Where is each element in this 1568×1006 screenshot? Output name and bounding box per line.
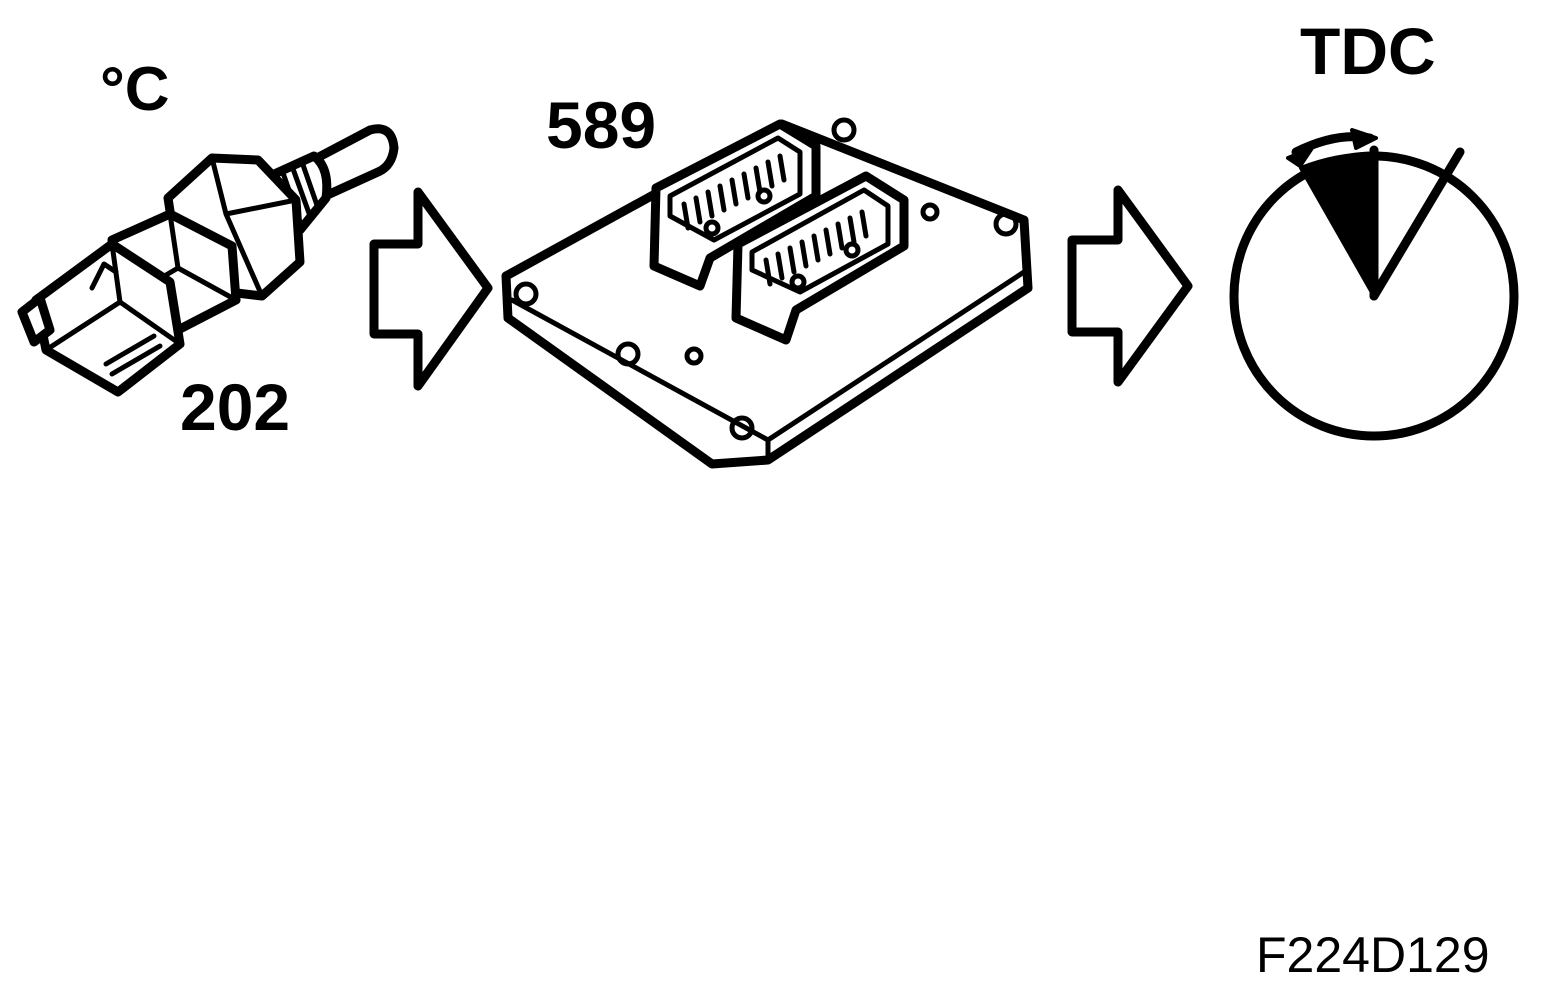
timing-dial-icon (1229, 128, 1519, 441)
control-unit-number-label: 589 (546, 88, 656, 162)
arrow-right-icon (369, 187, 493, 391)
temperature-unit-label: °C (100, 55, 170, 124)
arrow-right-icon (1067, 185, 1193, 387)
sensor-number-label: 202 (180, 370, 290, 444)
tdc-label: TDC (1300, 14, 1436, 88)
control-unit-icon (501, 117, 1033, 469)
figure-id-label: F224D129 (1256, 927, 1490, 983)
temperature-sensor-icon (17, 124, 399, 397)
